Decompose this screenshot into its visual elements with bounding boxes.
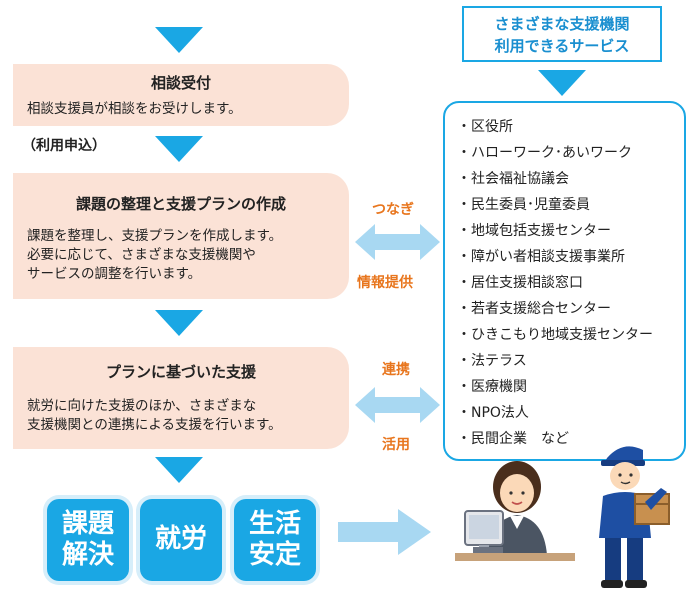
service-item: ・NPO法人 — [457, 405, 529, 421]
step-plan-support-title: プランに基づいた支援 — [105, 363, 256, 381]
services-header-line2: 利用できるサービス — [494, 37, 630, 55]
result-problem-solved: 課題 解決 — [47, 499, 129, 581]
office-worker-illustration — [455, 461, 575, 561]
result-arrow-icon — [338, 509, 431, 555]
delivery-worker-illustration — [599, 446, 670, 588]
link-label-utilize: 活用 — [382, 437, 410, 453]
service-item: ・居住支援相談窓口 — [457, 275, 583, 291]
result-problem-solved-label: 課題 解決 — [61, 509, 114, 570]
flow-arrow-plan — [155, 310, 203, 336]
result-stable-life-label: 生活 安定 — [248, 509, 301, 570]
service-item: ・区役所 — [457, 119, 513, 135]
service-item: ・ひきこもり地域支援センター — [457, 327, 653, 343]
service-item: ・ハローワーク･あいワーク — [457, 145, 632, 161]
double-arrow-bottom-icon — [355, 387, 440, 423]
service-item: ・民間企業 など — [457, 431, 569, 447]
service-item: ・法テラス — [457, 353, 527, 369]
flow-arrow-apply — [155, 136, 203, 162]
link-label-connect: つなぎ — [372, 202, 414, 218]
step-plan-support-body: 就労に向けた支援のほか、さまざまな 支援機関との連携による支援を行います。 — [27, 398, 282, 433]
services-list-panel: ・区役所 ・ハローワーク･あいワーク ・社会福祉協議会 ・民生委員･児童委員 ・… — [443, 101, 686, 461]
apply-label: （利用申込） — [22, 138, 106, 154]
service-item: ・民生委員･児童委員 — [457, 197, 590, 213]
flow-arrow-top — [155, 27, 203, 53]
step-plan-creation-title: 課題の整理と支援プランの作成 — [75, 195, 286, 213]
service-item: ・地域包括支援センター — [457, 223, 611, 239]
step-plan-creation: 課題の整理と支援プランの作成 課題を整理し、支援プランを作成します。 必要に応じ… — [13, 173, 349, 299]
services-header: さまざまな支援機関 利用できるサービス — [462, 6, 662, 62]
services-header-line1: さまざまな支援機関 — [494, 15, 630, 33]
result-stable-life: 生活 安定 — [234, 499, 316, 581]
service-item: ・障がい者相談支援事業所 — [457, 249, 625, 265]
step-consultation-title: 相談受付 — [150, 74, 211, 92]
step-consultation: 相談受付 相談支援員が相談をお受けします。 — [13, 64, 349, 126]
result-employment-label: 就労 — [154, 524, 207, 554]
services-arrow — [538, 70, 586, 96]
step-plan-creation-body: 課題を整理し、支援プランを作成します。 必要に応じて、さまざまな支援機関や サー… — [27, 228, 283, 282]
step-consultation-body: 相談支援員が相談をお受けします。 — [27, 101, 242, 117]
step-plan-support: プランに基づいた支援 就労に向けた支援のほか、さまざまな 支援機関との連携による… — [13, 347, 349, 449]
result-employment: 就労 — [140, 499, 222, 581]
service-item: ・社会福祉協議会 — [457, 171, 569, 187]
double-arrow-top-icon — [355, 224, 440, 260]
service-item: ・医療機関 — [457, 379, 527, 395]
link-label-cooperation: 連携 — [382, 362, 410, 378]
service-item: ・若者支援総合センター — [457, 301, 611, 317]
flow-arrow-result — [155, 457, 203, 483]
link-label-info: 情報提供 — [357, 275, 413, 291]
